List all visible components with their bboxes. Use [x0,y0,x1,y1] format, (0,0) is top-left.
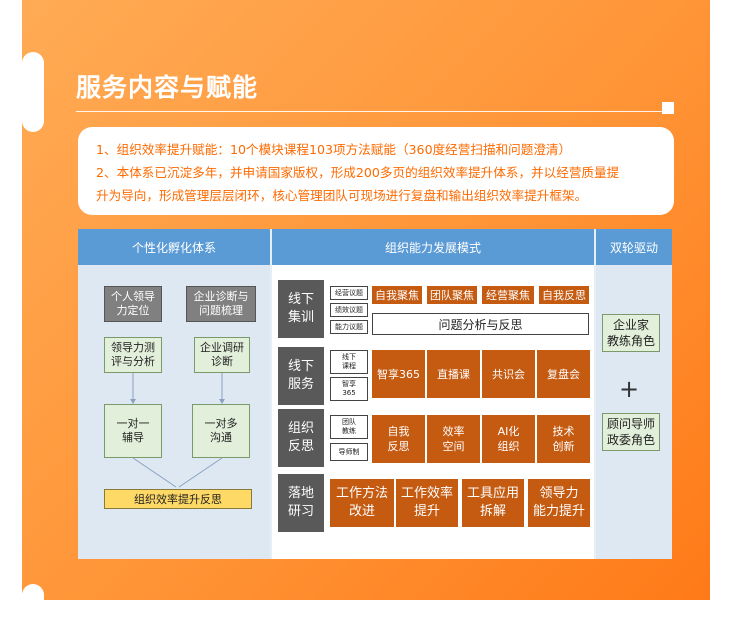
row-label-landing-study: 落地 研习 [278,474,324,532]
description-line-2: 2、本体系已沉淀多年，并申请国家版权，形成200多页的组织效率提升体系，并以经营… [96,165,620,180]
item-ai-org: AI化 组织 [482,415,535,463]
description-line-1: 1、组织效率提升赋能：10个模块课程103项方法赋能（360度经营扫描和问题澄清… [96,142,572,157]
item-leadership-improve: 领导力 能力提升 [528,479,590,527]
item-tool-application: 工具应用 拆解 [462,479,524,527]
right-column [596,265,672,559]
tag-performance: 绩效议题 [330,303,368,317]
header-development: 组织能力发展模式 [272,229,594,265]
box-enterprise-diagnosis: 企业诊断与 问题梳理 [186,286,256,322]
box-advisor-commissar: 顾问导师 政委角色 [602,413,660,451]
tag-team-coach: 团队 教练 [330,415,368,439]
description-line-3: 升为导向，形成管理层层闭环，核心管理团队可现场进行复盘和输出组织效率提升框架。 [96,188,588,203]
item-review-meeting: 复盘会 [537,350,590,398]
box-entrepreneur-coach: 企业家 教练角色 [602,314,660,352]
item-method-improve: 工作方法 改进 [330,479,394,527]
row-label-offline-service: 线下 服务 [278,347,324,405]
header-dual-drive: 双轮驱动 [596,229,672,265]
item-business-focus: 经营聚焦 [482,286,534,304]
tag-zhixiang365: 智享 365 [330,377,368,401]
box-efficiency-reflection: 组织效率提升反思 [104,489,252,509]
item-team-focus: 团队聚焦 [427,286,477,304]
side-tab-top [22,52,44,132]
tag-business: 经营议题 [330,286,368,300]
plus-sign: + [619,375,640,403]
underline-square [662,102,674,114]
item-efficiency-space: 效率 空间 [427,415,480,463]
side-tab-bottom [22,584,44,624]
box-leadership-assessment: 领导力测 评与分析 [104,337,162,373]
left-arrows [130,373,225,488]
item-problem-analysis: 问题分析与反思 [372,313,589,335]
section-title: 服务内容与赋能 [76,73,259,102]
item-live-course: 直播课 [427,350,480,398]
item-tech-innovation: 技术 创新 [537,415,590,463]
framework-diagram: 个性化孵化体系 组织能力发展模式 双轮驱动 个人领导 力定位 企业诊断与 问题梳… [78,229,672,559]
tag-offline-course: 线下 课程 [330,350,368,374]
header-incubation: 个性化孵化体系 [78,229,270,265]
item-self-reflect: 自我 反思 [372,415,425,463]
item-self-focus: 自我聚焦 [372,286,422,304]
box-one-to-many: 一对多 沟通 [192,404,250,458]
item-consensus-meeting: 共识会 [482,350,535,398]
tag-mentor-system: 导师制 [330,443,368,461]
box-one-to-one: 一对一 辅导 [104,404,162,458]
item-self-reflection: 自我反思 [539,286,589,304]
title-underline [76,111,662,112]
row-label-org-reflection: 组织 反思 [278,409,324,467]
tag-capability: 能力议题 [330,320,368,334]
item-zhixiang365: 智享365 [372,350,425,398]
box-leadership-position: 个人领导 力定位 [104,286,162,322]
box-enterprise-research: 企业调研 诊断 [194,337,250,373]
row-label-offline-training: 线下 集训 [278,280,324,338]
item-efficiency-improve: 工作效率 提升 [396,479,458,527]
description-box: 1、组织效率提升赋能：10个模块课程103项方法赋能（360度经营扫描和问题澄清… [78,127,674,215]
